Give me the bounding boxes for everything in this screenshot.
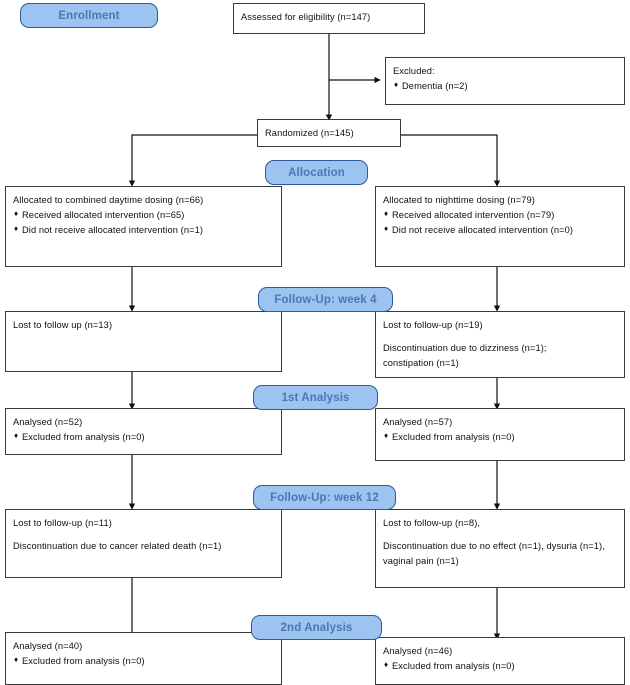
analysis1-left-bullet-1-label: Excluded from analysis (n=0) <box>22 432 145 443</box>
allocation-left-line-1: Allocated to combined daytime dosing (n=… <box>13 195 204 205</box>
analysis1-right-bullet-1: ♦ Excluded from analysis (n=0) <box>383 430 617 445</box>
diamond-bullet-icon: ♦ <box>14 431 19 441</box>
node-analysis1-left: Analysed (n=52) ♦ Excluded from analysis… <box>5 408 282 455</box>
stage-badge-enrollment[interactable]: Enrollment <box>20 3 158 28</box>
diamond-bullet-icon: ♦ <box>14 209 19 219</box>
allocation-left-bullet-2-label: Did not receive allocated intervention (… <box>22 225 204 236</box>
stage-badge-analysis-1[interactable]: 1st Analysis <box>253 385 378 410</box>
node-excluded: Excluded: ♦ Dementia (n=2) <box>385 57 625 105</box>
analysis2-left-bullet-1-label: Excluded from analysis (n=0) <box>22 656 145 667</box>
analysis2-left-bullet-1: ♦ Excluded from analysis (n=0) <box>13 654 274 669</box>
node-followup-week4-right: Lost to follow-up (n=19) Discontinuation… <box>375 311 625 378</box>
allocation-right-bullet-2: ♦ Did not receive allocated intervention… <box>383 223 617 238</box>
stage-badge-followup-week12[interactable]: Follow-Up: week 12 <box>253 485 396 510</box>
followup12-left-line-2: Discontinuation due to cancer related de… <box>13 541 222 552</box>
diamond-bullet-icon: ♦ <box>14 224 19 234</box>
analysis2-left-line-1: Analysed (n=40) <box>13 641 83 651</box>
excluded-bullet-1: ♦ Dementia (n=2) <box>393 79 617 94</box>
assessed-line-1: Assessed for eligibility (n=147) <box>241 12 371 22</box>
analysis1-left-bullet-1: ♦ Excluded from analysis (n=0) <box>13 430 274 445</box>
allocation-right-bullet-2-label: Did not receive allocated intervention (… <box>392 225 574 236</box>
followup12-right-spacer <box>383 531 617 539</box>
analysis2-right-bullet-1-label: Excluded from analysis (n=0) <box>392 661 515 672</box>
allocation-left-bullet-1-label: Received allocated intervention (n=65) <box>22 210 185 221</box>
followup12-right-line-2: Discontinuation due to no effect (n=1), … <box>383 541 605 567</box>
followup12-left-line-1: Lost to follow-up (n=11) <box>13 518 112 528</box>
analysis1-left-line-1: Analysed (n=52) <box>13 417 83 427</box>
excluded-line-1: Excluded: <box>393 66 435 76</box>
followup12-left-spacer <box>13 531 274 539</box>
node-followup-week12-right: Lost to follow-up (n=8), Discontinuation… <box>375 509 625 588</box>
node-assessed-for-eligibility: Assessed for eligibility (n=147) <box>233 3 425 34</box>
node-analysis2-left: Analysed (n=40) ♦ Excluded from analysis… <box>5 632 282 685</box>
diamond-bullet-icon: ♦ <box>14 655 19 665</box>
analysis1-right-bullet-1-label: Excluded from analysis (n=0) <box>392 432 515 443</box>
arrow-randomized-to-left <box>128 134 257 187</box>
allocation-right-line-1: Allocated to nighttime dosing (n=79) <box>383 195 535 205</box>
followup4-left-line-1: Lost to follow up (n=13) <box>13 320 113 330</box>
randomized-line-1: Randomized (n=145) <box>265 128 354 138</box>
node-followup-week4-left: Lost to follow up (n=13) <box>5 311 282 372</box>
node-analysis1-right: Analysed (n=57) ♦ Excluded from analysis… <box>375 408 625 461</box>
analysis2-right-line-1: Analysed (n=46) <box>383 646 453 656</box>
diamond-bullet-icon: ♦ <box>394 80 399 90</box>
diamond-bullet-icon: ♦ <box>384 660 389 670</box>
diamond-bullet-icon: ♦ <box>384 431 389 441</box>
stage-badge-followup-week4[interactable]: Follow-Up: week 4 <box>258 287 393 312</box>
diamond-bullet-icon: ♦ <box>384 224 389 234</box>
followup4-right-spacer <box>383 333 617 341</box>
analysis1-right-line-1: Analysed (n=57) <box>383 417 453 427</box>
analysis2-right-bullet-1: ♦ Excluded from analysis (n=0) <box>383 659 617 674</box>
allocation-right-bullet-1: ♦ Received allocated intervention (n=79) <box>383 208 617 223</box>
allocation-left-bullet-1: ♦ Received allocated intervention (n=65) <box>13 208 274 223</box>
node-analysis2-right: Analysed (n=46) ♦ Excluded from analysis… <box>375 637 625 685</box>
stage-badge-allocation[interactable]: Allocation <box>265 160 368 185</box>
node-randomized: Randomized (n=145) <box>257 119 401 147</box>
node-followup-week12-left: Lost to follow-up (n=11) Discontinuation… <box>5 509 282 578</box>
followup12-right-line-1: Lost to follow-up (n=8), <box>383 518 481 528</box>
allocation-left-bullet-2: ♦ Did not receive allocated intervention… <box>13 223 274 238</box>
followup4-right-line-1: Lost to follow-up (n=19) <box>383 320 483 330</box>
arrow-randomized-to-right <box>401 134 501 187</box>
node-allocation-right: Allocated to nighttime dosing (n=79) ♦ R… <box>375 186 625 267</box>
node-allocation-left: Allocated to combined daytime dosing (n=… <box>5 186 282 267</box>
followup4-right-line-2: Discontinuation due to dizziness (n=1); … <box>383 343 547 369</box>
stage-badge-analysis-2[interactable]: 2nd Analysis <box>251 615 382 640</box>
diamond-bullet-icon: ♦ <box>384 209 389 219</box>
excluded-bullet-1-label: Dementia (n=2) <box>402 81 468 92</box>
allocation-right-bullet-1-label: Received allocated intervention (n=79) <box>392 210 555 221</box>
